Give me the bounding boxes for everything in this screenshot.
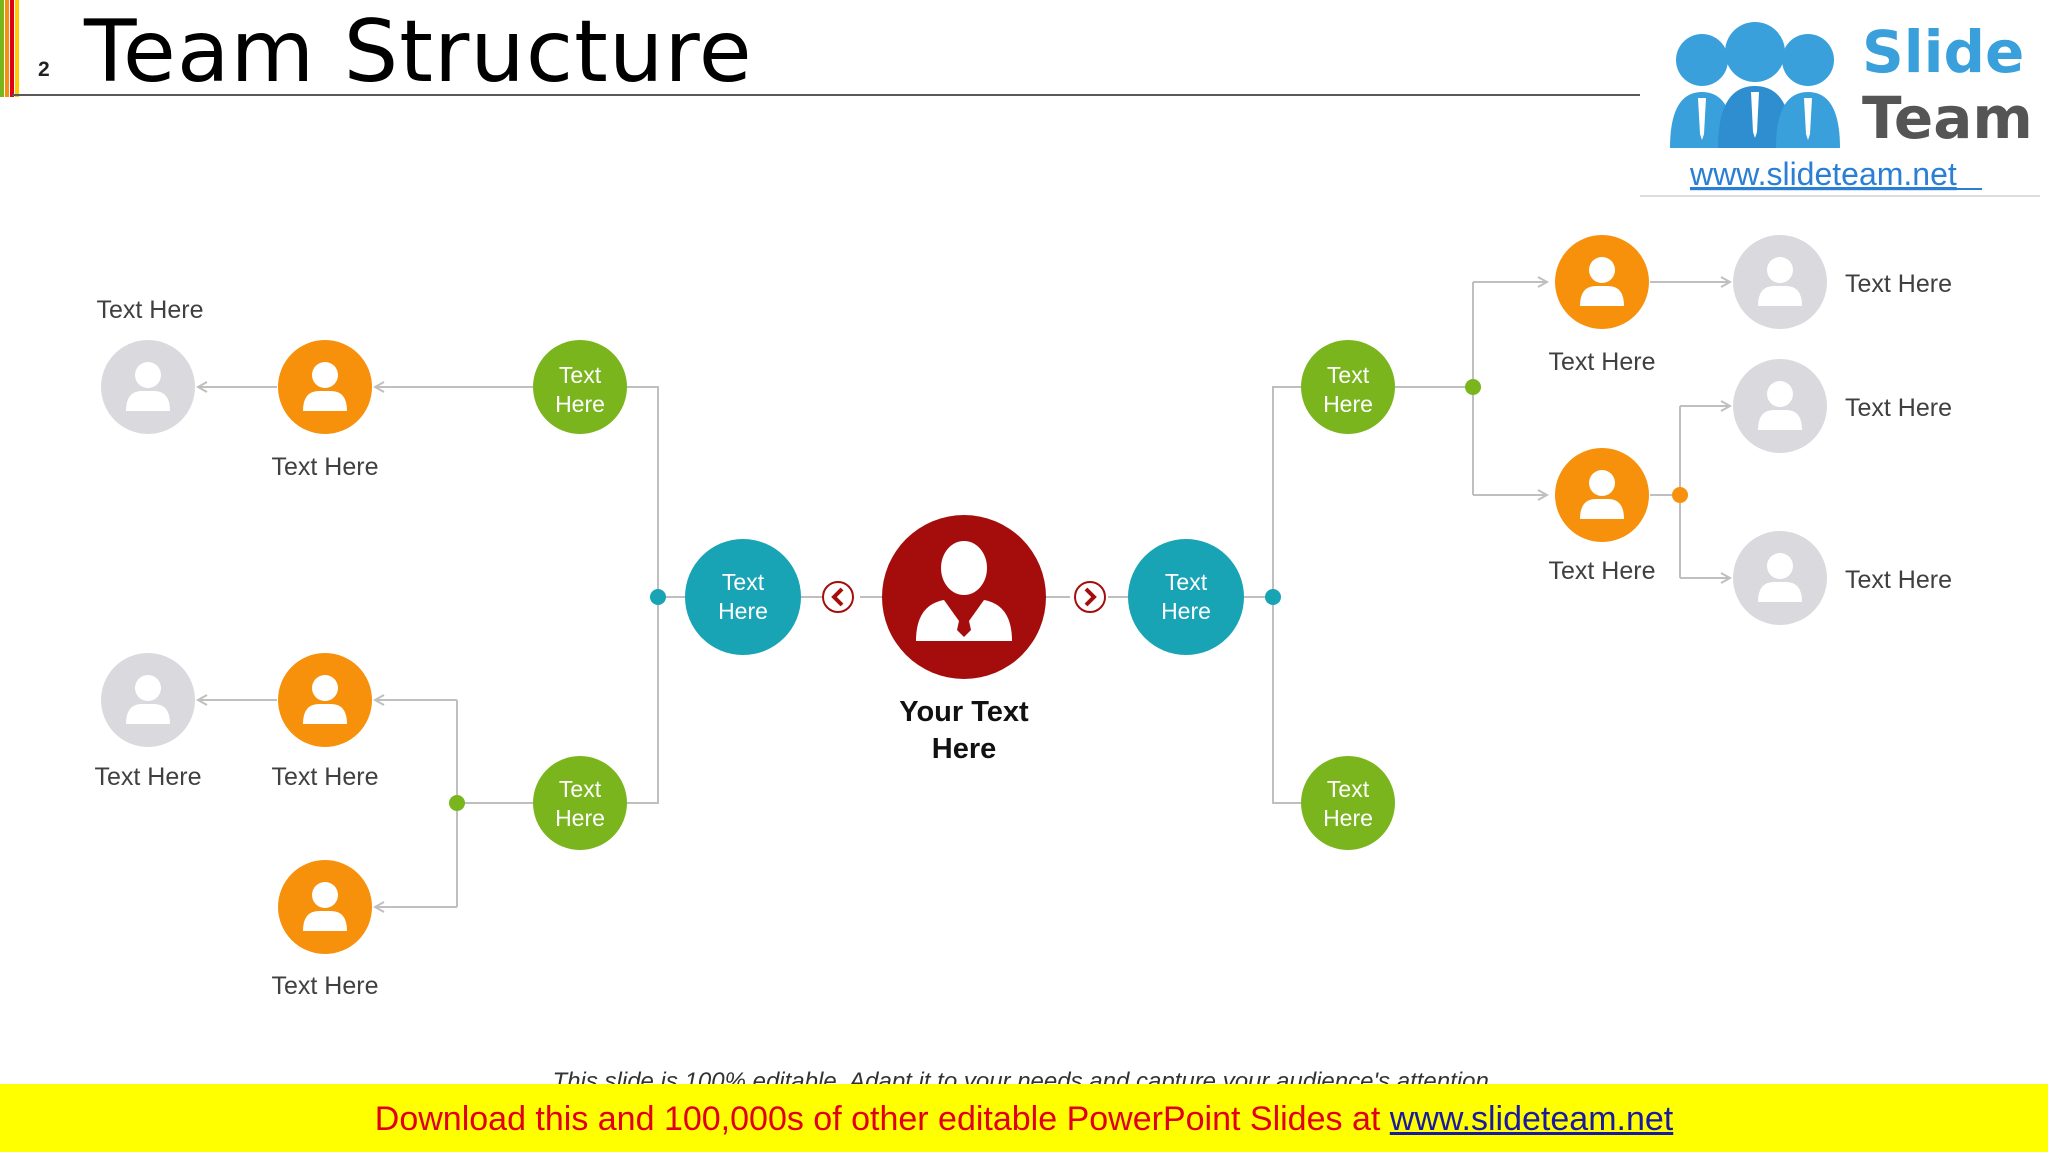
chevron-right-icon (1074, 581, 1106, 613)
right-green-bottom-node (1301, 756, 1395, 850)
left-green-bottom-node (533, 756, 627, 850)
node-line: Here (718, 598, 768, 624)
junction-dot (1265, 589, 1281, 605)
banner-prefix: Download this and 100,000s of other edit… (374, 1100, 1390, 1138)
left-green-top-text: Text Here (525, 361, 635, 419)
logo-people-icon (1670, 22, 1840, 148)
center-label-line: Your Text (899, 696, 1029, 728)
node-line: Text (1164, 569, 1208, 595)
node-line: Text (1326, 776, 1370, 802)
person-node-orange (278, 860, 372, 954)
accent-bars (0, 0, 24, 97)
right-teal-text: Text Here (1131, 568, 1241, 626)
junction-dot (1465, 379, 1481, 395)
slide-number: 2 (38, 58, 50, 81)
logo-url: www.slideteam.net (1689, 156, 1957, 192)
center-node (882, 515, 1046, 679)
right-green-top-text: Text Here (1293, 361, 1403, 419)
slide-title: Team Structure (84, 2, 753, 102)
center-label: Your Text Here (834, 694, 1094, 768)
person-node-orange (278, 340, 372, 434)
person-node-gray (1733, 235, 1827, 329)
person-node-orange (1555, 235, 1649, 329)
junction-dot (650, 589, 666, 605)
node-line: Here (555, 805, 605, 831)
label-left-bottom-orange1: Text Here (271, 763, 379, 791)
node-line: Text (1326, 362, 1370, 388)
person-node-gray (1733, 531, 1827, 625)
slideteam-logo[interactable]: Slide Team www.slideteam.net (1640, 10, 2040, 200)
person-node-gray (101, 653, 195, 747)
chevron-left-icon (822, 581, 854, 613)
junction-dot (449, 795, 465, 811)
label-right-gray3: Text Here (1845, 566, 1952, 594)
center-label-line: Here (931, 733, 997, 765)
person-node-orange (1555, 448, 1649, 542)
left-teal-node (685, 539, 801, 655)
label-right-gray2: Text Here (1845, 394, 1952, 422)
node-line: Here (1323, 805, 1373, 831)
title-rule (12, 94, 1642, 96)
person-node-gray (1733, 359, 1827, 453)
label-left-top-orange: Text Here (271, 453, 379, 481)
node-line: Text (558, 776, 602, 802)
label-left-bottom-orange2: Text Here (271, 972, 379, 1000)
right-green-top-node (1301, 340, 1395, 434)
person-node-gray (101, 340, 195, 434)
person-node-orange (278, 653, 372, 747)
label-right-orange1: Text Here (1548, 348, 1656, 376)
label-left-bottom-gray: Text Here (94, 763, 202, 791)
banner-link[interactable]: www.slideteam.net (1389, 1100, 1674, 1138)
node-line: Here (1161, 598, 1211, 624)
junction-dot (1672, 487, 1688, 503)
download-banner (0, 1084, 2048, 1152)
right-teal-node (1128, 539, 1244, 655)
right-green-bottom-text: Text Here (1293, 775, 1403, 833)
label-left-top-gray: Text Here (96, 296, 204, 324)
node-line: Text (558, 362, 602, 388)
logo-word1: Slide (1862, 18, 2024, 86)
banner-text: Download this and 100,000s of other edit… (0, 1100, 2048, 1139)
node-line: Text (721, 569, 765, 595)
node-line: Here (555, 391, 605, 417)
businessman-icon (916, 541, 1012, 641)
label-right-orange2: Text Here (1548, 557, 1656, 585)
node-line: Here (1323, 391, 1373, 417)
left-teal-text: Text Here (688, 568, 798, 626)
left-green-bottom-text: Text Here (525, 775, 635, 833)
logo-word2: Team (1862, 84, 2033, 152)
label-right-gray1: Text Here (1845, 270, 1952, 298)
left-green-top-node (533, 340, 627, 434)
